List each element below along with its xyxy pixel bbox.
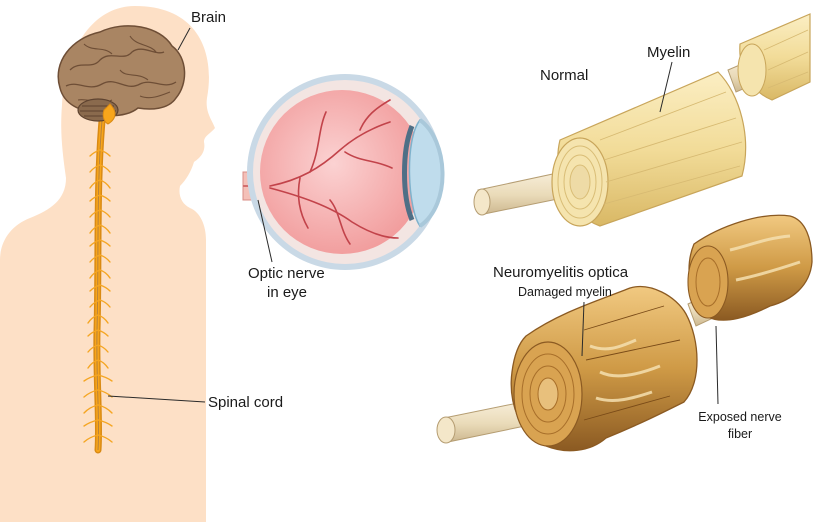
- label-myelin: Myelin: [647, 44, 690, 62]
- label-exposed-nerve: Exposed nerve: [694, 410, 786, 425]
- label-brain: Brain: [191, 9, 226, 27]
- nerve-fiber-icon: [474, 14, 810, 226]
- label-fiber: fiber: [694, 427, 786, 442]
- label-optic-nerve: Optic nerve: [248, 265, 325, 283]
- label-spinal-cord: Spinal cord: [208, 394, 283, 412]
- label-neuromyelitis-optica: Neuromyelitis optica: [493, 264, 628, 282]
- label-normal: Normal: [540, 67, 588, 85]
- label-damaged-myelin: Damaged myelin: [518, 285, 612, 300]
- label-in-eye: in eye: [267, 284, 307, 302]
- eyeball-icon: [243, 74, 443, 270]
